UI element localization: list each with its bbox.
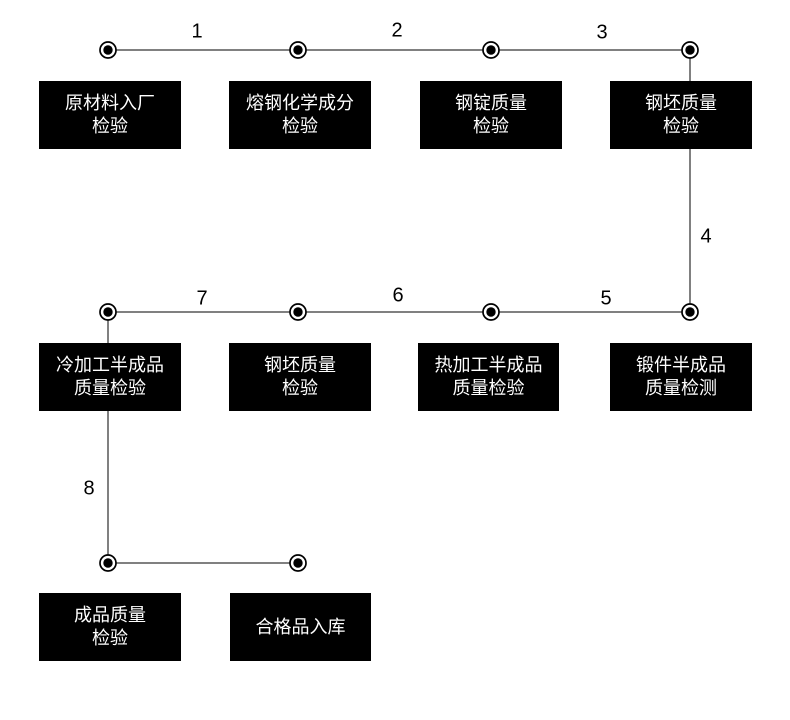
box-steel-billet-quality-inspection: 钢坯质量 检验: [610, 81, 752, 149]
box-steel-ingot-quality-inspection: 钢锭质量 检验: [420, 81, 562, 149]
connector-node: [482, 41, 500, 59]
segment-label-4: 4: [700, 225, 712, 248]
box-finished-product-quality-inspection: 成品质量 检验: [39, 593, 181, 661]
segment-label-2: 2: [391, 19, 403, 42]
connector-node: [289, 41, 307, 59]
segment-label-6: 6: [392, 284, 404, 307]
box-steel-billet-quality-inspection-2: 钢坯质量 检验: [229, 343, 371, 411]
connector-node: [99, 41, 117, 59]
box-hot-worked-semifinished-quality-inspection: 热加工半成品 质量检验: [418, 343, 559, 411]
connector-node: [482, 303, 500, 321]
segment-label-7: 7: [196, 287, 208, 310]
segment-label-1: 1: [191, 20, 203, 43]
connector-node: [99, 554, 117, 572]
connector-node: [99, 303, 117, 321]
box-molten-steel-chemical-composition-inspection: 熔钢化学成分 检验: [229, 81, 371, 149]
connector-node: [681, 303, 699, 321]
box-cold-worked-semifinished-quality-inspection: 冷加工半成品 质量检验: [39, 343, 181, 411]
segment-label-5: 5: [600, 287, 612, 310]
segment-label-8: 8: [83, 477, 95, 500]
connector-node: [681, 41, 699, 59]
box-forging-semifinished-quality-testing: 锻件半成品 质量检测: [610, 343, 752, 411]
box-qualified-product-warehousing: 合格品入库: [230, 593, 371, 661]
box-raw-material-entry-inspection: 原材料入厂 检验: [39, 81, 181, 149]
connector-node: [289, 303, 307, 321]
connector-node: [289, 554, 307, 572]
segment-label-3: 3: [596, 21, 608, 44]
